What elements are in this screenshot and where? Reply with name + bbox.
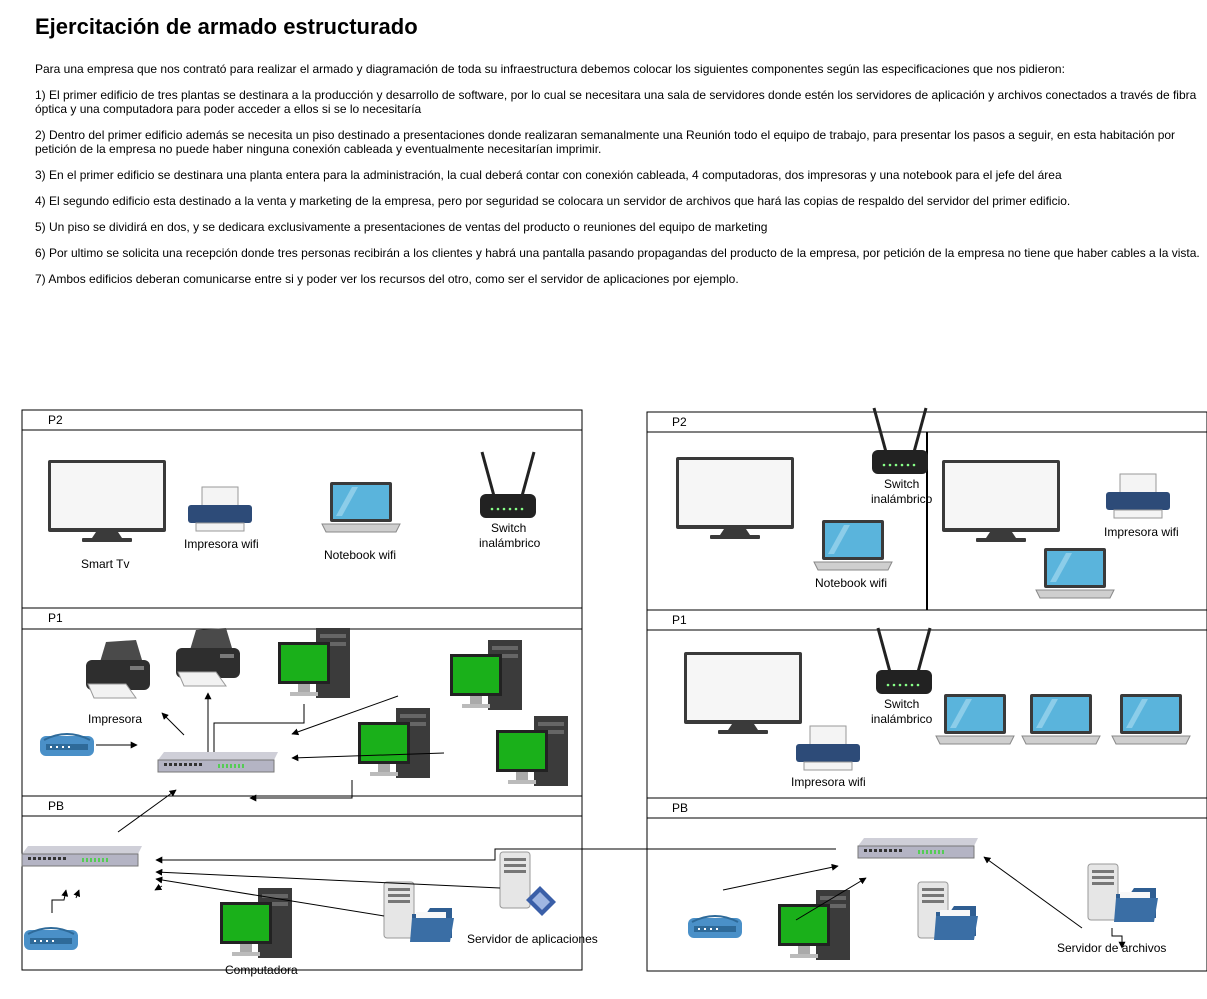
floor-label-pb-b2: PB — [672, 801, 688, 815]
floor-label-p1-b2: P1 — [672, 613, 687, 627]
network-switch-pb-icon — [21, 845, 143, 867]
switch-p1-label-line2: inalámbrico — [871, 712, 933, 726]
floor-header-p2 — [21, 409, 583, 431]
p1-connections — [96, 692, 445, 833]
wireless-switch-icon — [478, 450, 538, 520]
modem-pb-icon — [23, 927, 79, 951]
building-2: P2 P1 PB Switch inalámbrico Notebook wif… — [646, 406, 1207, 972]
requirement-3: 3) En el primer edificio se destinara un… — [35, 168, 1062, 182]
requirement-7: 7) Ambos edificios deberan comunicarse e… — [35, 272, 739, 286]
modem-icon — [39, 733, 95, 757]
floor-label-pb: PB — [48, 799, 64, 813]
switch-p2-label-line1: Switch — [884, 477, 919, 491]
smart-tv-left-icon — [676, 457, 794, 539]
floor-header-p1 — [21, 607, 583, 630]
laptop-1-icon — [935, 693, 1015, 745]
printer-icon — [85, 639, 151, 699]
floor-label-p2: P2 — [48, 413, 63, 427]
notebook-wifi-b2-icon — [813, 519, 893, 571]
printer-wifi-p1-label: Impresora wifi — [791, 775, 866, 789]
building-1: P2 P1 PB Smart Tv Impresora wifi Noteboo… — [21, 409, 598, 977]
smart-tv-p1-icon — [684, 652, 802, 734]
file-server-folder-icon — [1114, 888, 1158, 922]
requirement-1: 1) El primer edificio de tres plantas se… — [35, 88, 1197, 116]
switch-p1-label-line1: Switch — [884, 697, 919, 711]
notebook-right-icon — [1035, 547, 1115, 599]
desktop-pc-2-icon — [450, 640, 522, 710]
intro-text: Para una empresa que nos contrató para r… — [35, 62, 1200, 298]
switch-label-line1: Switch — [491, 521, 526, 535]
switch-p2-label-line2: inalámbrico — [871, 492, 933, 506]
printer-label: Impresora — [88, 712, 142, 726]
pb-b2-connections — [722, 856, 1126, 949]
floor-header-pb-b2 — [646, 797, 1207, 819]
wireless-switch-p2-icon — [870, 406, 930, 476]
switch-label-line2: inalámbrico — [479, 536, 541, 550]
folder-b2-icon — [934, 906, 978, 940]
laptop-2-icon — [1021, 693, 1101, 745]
inter-building-link — [316, 848, 836, 861]
floor-label-p1: P1 — [48, 611, 63, 625]
wireless-switch-p1-icon — [874, 626, 934, 696]
requirement-5: 5) Un piso se dividirá en dos, y se dedi… — [35, 220, 768, 234]
requirement-6: 6) Por ultimo se solicita una recepción … — [35, 246, 1200, 260]
network-switch-b2-icon — [857, 837, 979, 859]
floor-header-p1-b2 — [646, 609, 1207, 631]
floor-label-p2-b2: P2 — [672, 415, 687, 429]
modem-b2-icon — [687, 915, 743, 939]
file-server-icon — [1087, 863, 1119, 921]
pb-connections — [51, 856, 501, 917]
file-server-label: Servidor de archivos — [1057, 941, 1166, 955]
app-server-icon — [499, 851, 531, 909]
printer-wifi-p2-label: Impresora wifi — [1104, 525, 1179, 539]
notebook-wifi-icon — [321, 481, 401, 533]
file-server-b1-icon — [383, 881, 415, 939]
smart-tv-right-icon — [942, 460, 1060, 542]
printer-wifi-p2-icon — [1105, 473, 1171, 519]
printer-wifi-icon — [187, 486, 253, 532]
page-title: Ejercitación de armado estructurado — [35, 14, 418, 39]
requirement-2: 2) Dentro del primer edificio además se … — [35, 128, 1176, 156]
floor-header-p2-b2 — [646, 411, 1207, 433]
floor-header-pb — [21, 795, 583, 817]
desktop-pc-4-icon — [496, 716, 568, 786]
smart-tv-label: Smart Tv — [81, 557, 129, 571]
printer-wifi-p1-icon — [795, 725, 861, 771]
desktop-pc-1-icon — [278, 628, 350, 698]
desktop-pc-b2-icon — [778, 890, 850, 960]
notebook-wifi-label: Notebook wifi — [324, 548, 396, 562]
folder-icon — [410, 908, 454, 942]
printer-wifi-label: Impresora wifi — [184, 537, 259, 551]
notebook-wifi-b2-label: Notebook wifi — [815, 576, 887, 590]
app-server-label: Servidor de aplicaciones — [467, 932, 598, 946]
laptop-3-icon — [1111, 693, 1191, 745]
smart-tv-icon — [48, 460, 166, 542]
requirement-4: 4) El segundo edificio esta destinado a … — [35, 194, 1071, 208]
printer-2-icon — [175, 627, 241, 687]
network-switch-p1-icon — [157, 751, 279, 773]
computer-label: Computadora — [225, 963, 298, 977]
computer-icon — [220, 888, 292, 958]
intro-paragraph: Para una empresa que nos contrató para r… — [35, 62, 1065, 76]
desktop-pc-3-icon — [358, 708, 430, 778]
